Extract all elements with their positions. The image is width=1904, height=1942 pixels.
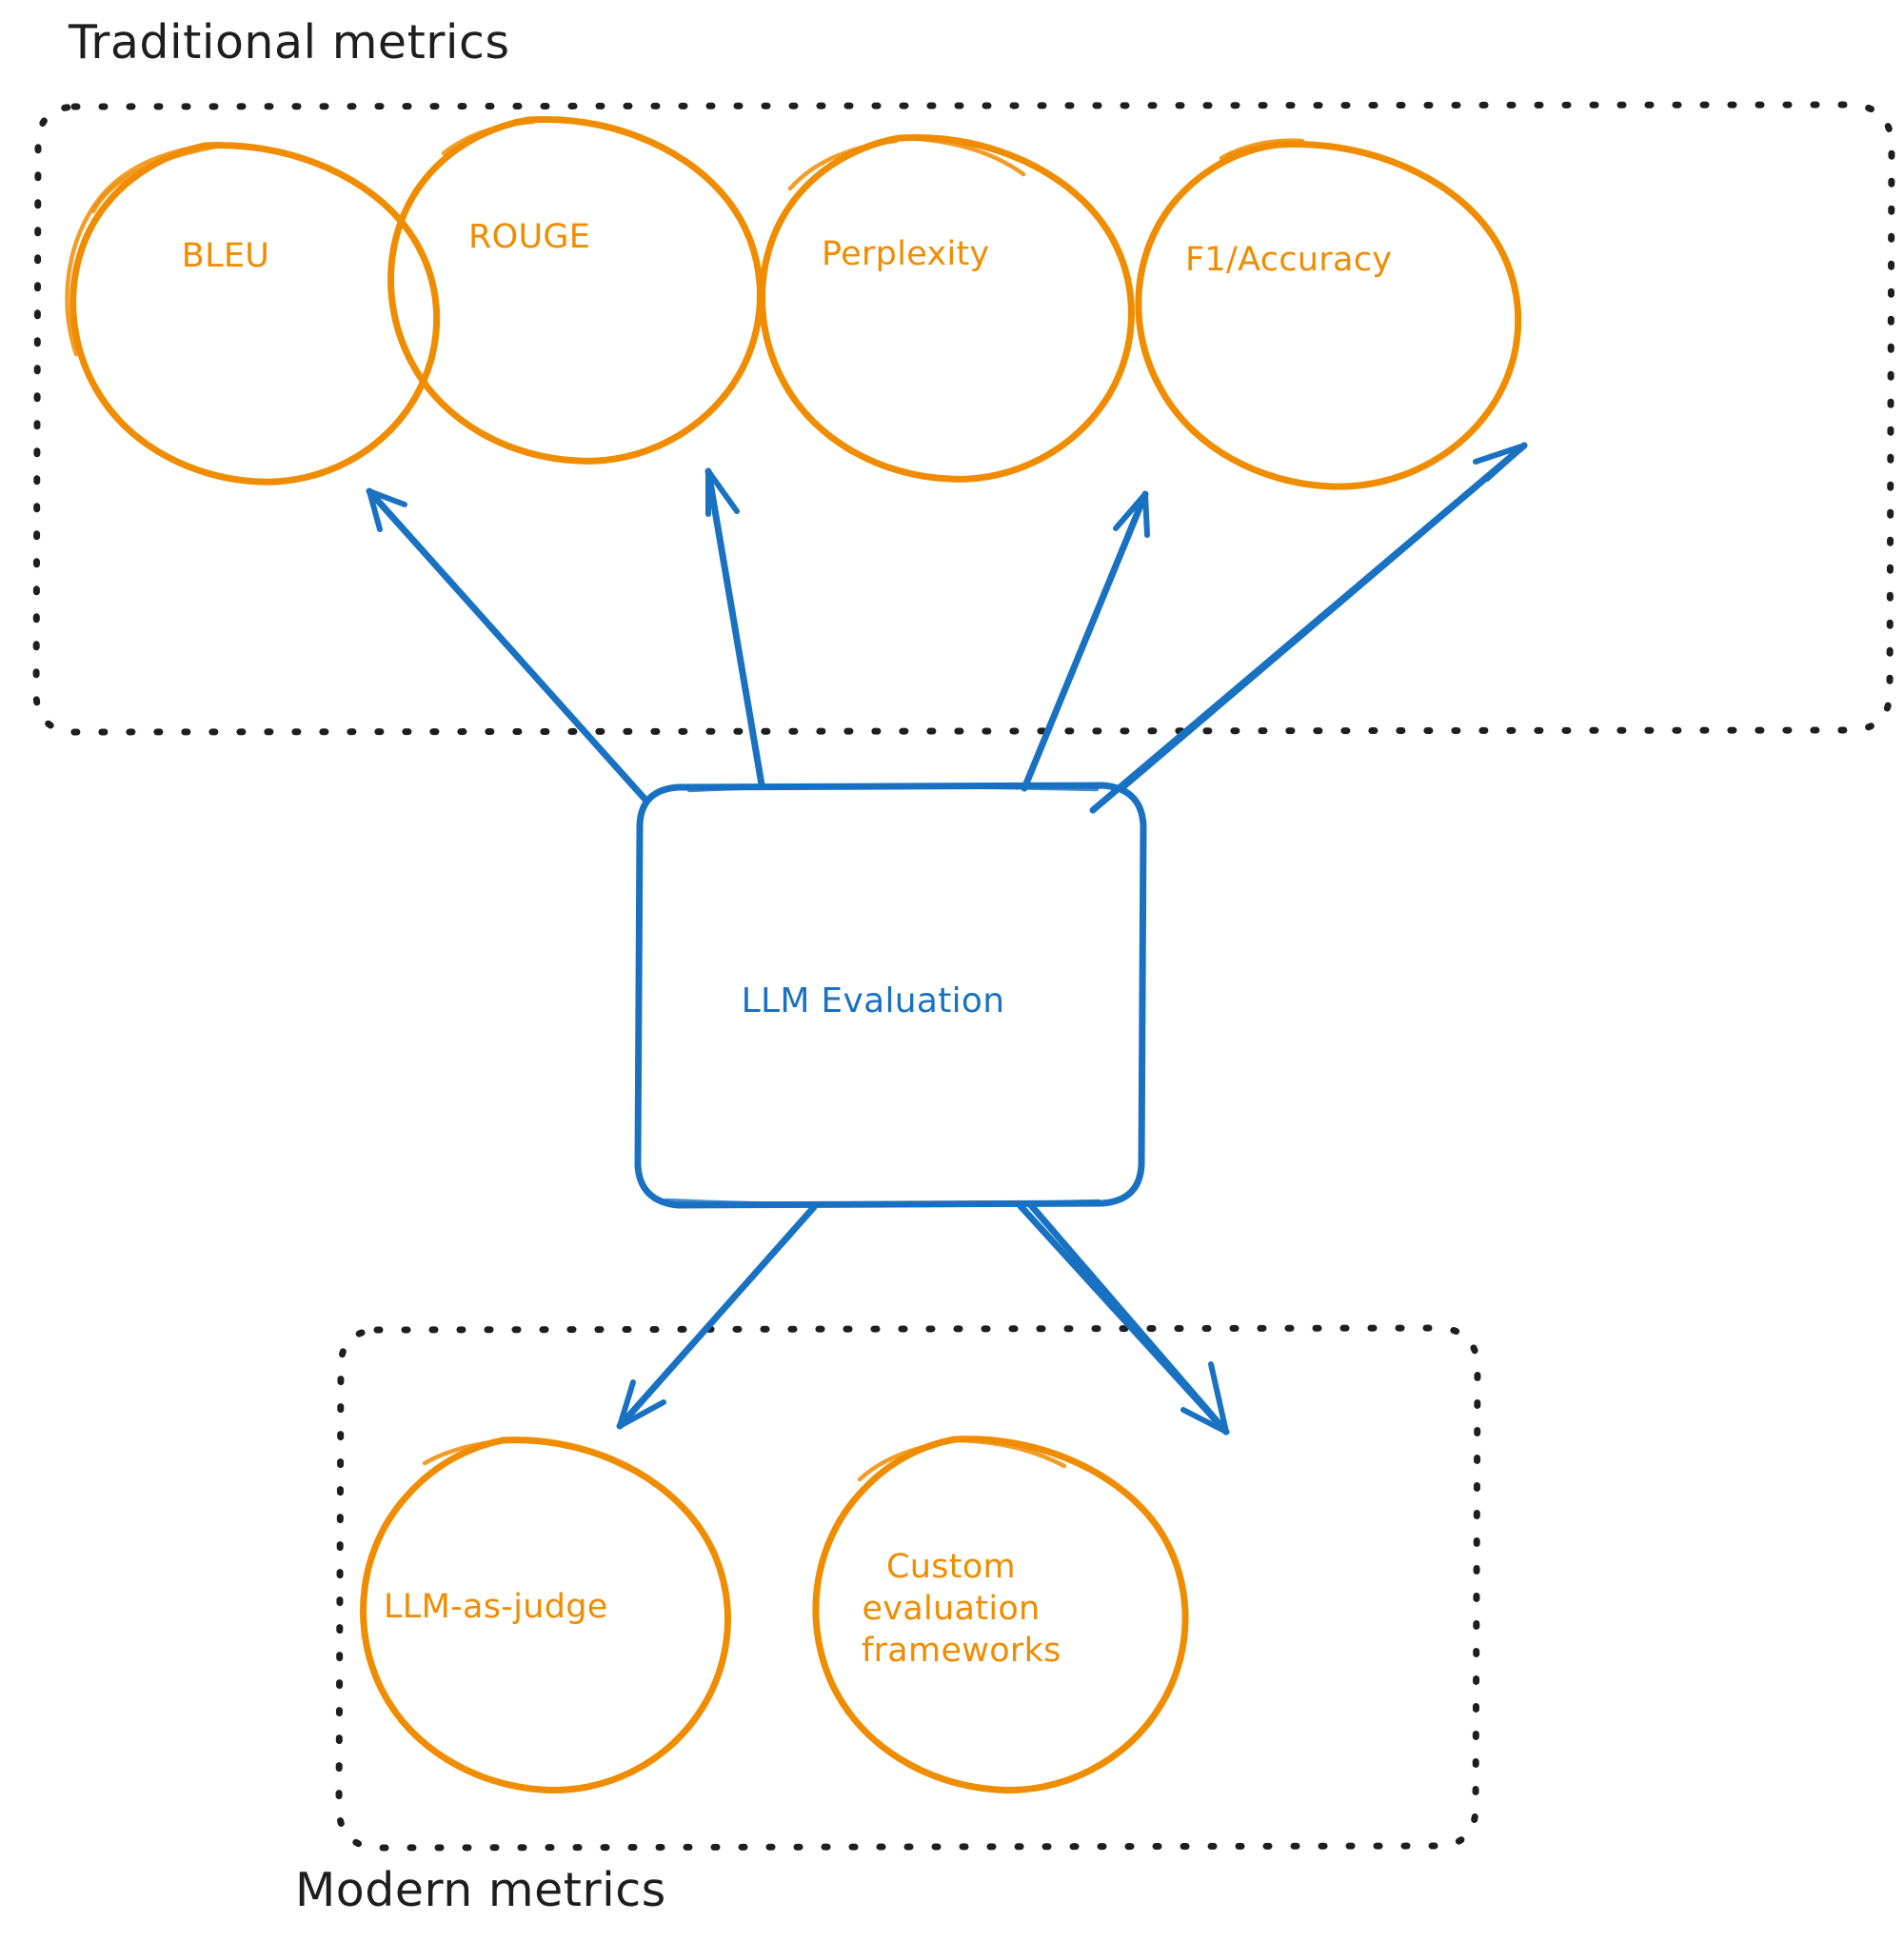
group-frame-modern (335, 1324, 1481, 1852)
group-frame-traditional (32, 101, 1895, 736)
edge-center-to-custom-evaluation (1017, 1200, 1230, 1436)
node-llm-as-judge[interactable] (360, 1437, 732, 1793)
group-label-modern-metrics: Modern metrics (295, 1863, 666, 1917)
node-f1-accuracy[interactable] (1135, 138, 1522, 490)
custom-eval-line: Custom (886, 1548, 1016, 1586)
edge-center-to-rouge (704, 467, 765, 788)
node-label-llm-as-judge: LLM-as-judge (384, 1588, 608, 1626)
node-label-f1-accuracy: F1/Accuracy (1185, 241, 1393, 279)
center-node-llm-evaluation[interactable] (634, 782, 1147, 1209)
node-rouge[interactable] (387, 115, 764, 465)
edge-center-to-llm-as-judge (616, 1203, 818, 1430)
edge-center-to-perplexity (1021, 490, 1150, 792)
node-bleu[interactable] (65, 141, 441, 486)
node-label-rouge: ROUGE (468, 218, 591, 256)
group-label-traditional-metrics: Traditional metrics (69, 15, 510, 69)
center-node-label: LLM Evaluation (741, 981, 1005, 1021)
node-label-bleu: BLEU (181, 237, 270, 275)
edge-center-to-bleu (366, 487, 649, 803)
custom-eval-line: frameworks (862, 1631, 1061, 1670)
node-custom-evaluation-frameworks[interactable] (812, 1436, 1189, 1793)
node-label-perplexity: Perplexity (822, 235, 990, 273)
custom-eval-line: evaluation (862, 1589, 1041, 1628)
edge-center-to-f1-accuracy (1089, 442, 1528, 814)
node-perplexity[interactable] (759, 133, 1135, 483)
